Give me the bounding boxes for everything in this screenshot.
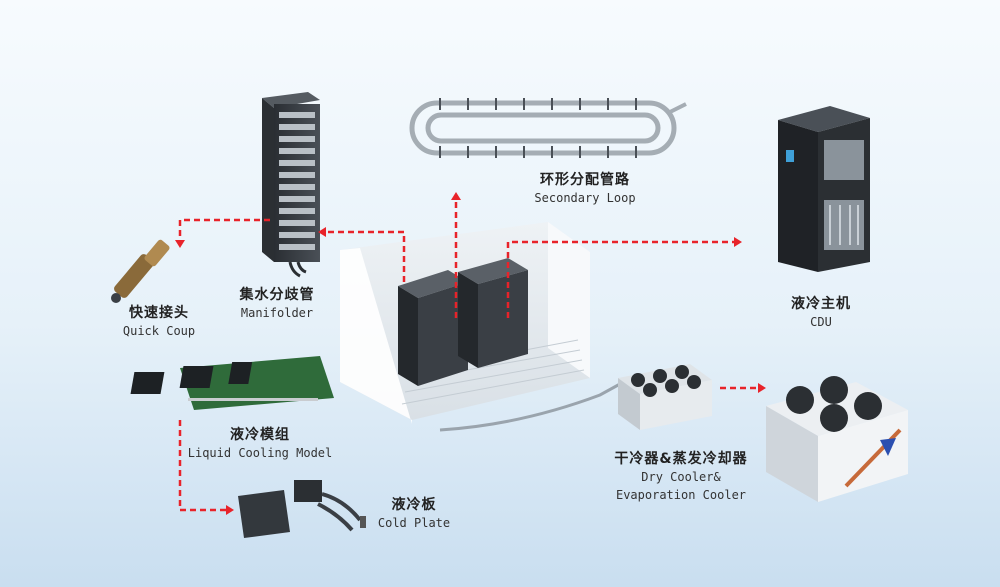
cdu-cabinet-image — [778, 106, 870, 272]
cold-plate-en: Cold Plate — [377, 516, 451, 530]
arrowheads — [175, 192, 766, 515]
quick-coup-cn: 快速接头 — [129, 305, 189, 321]
dry-cooler-en2: Evaporation Cooler — [615, 488, 747, 502]
flow-arrows — [178, 200, 758, 512]
dry-cooler-cn: 干冷器&蒸发冷却器 — [614, 451, 748, 467]
cold-plate-cn: 液冷板 — [391, 497, 437, 513]
cdu-label: 液冷主机 CDU — [776, 295, 866, 331]
secondary-loop-en: Secondary Loop — [534, 191, 636, 205]
quick-coup-en: Quick Coup — [122, 324, 196, 338]
manifolder-label: 集水分歧管 Manifolder — [222, 286, 332, 322]
cold-plate-image — [238, 480, 366, 538]
liquid-cooling-model-cn: 液冷模组 — [230, 427, 290, 443]
manifolder-en: Manifolder — [240, 306, 314, 320]
cold-plate-label: 液冷板 Cold Plate — [364, 496, 464, 532]
liquid-cooling-module-image — [130, 356, 334, 410]
manifolder-cn: 集水分歧管 — [239, 287, 315, 303]
server-room-image — [340, 222, 621, 432]
secondary-loop-pipe — [409, 98, 687, 158]
manifolder-rack-image — [262, 92, 320, 278]
quick-coup-label: 快速接头 Quick Coup — [104, 304, 214, 340]
secondary-loop-cn: 环形分配管路 — [540, 172, 630, 188]
evaporation-cooler-image — [766, 376, 908, 502]
dry-cooler-image — [618, 364, 712, 430]
liquid-cooling-model-en: Liquid Cooling Model — [187, 446, 333, 460]
cdu-en: CDU — [810, 315, 832, 329]
quick-coupling-image — [111, 239, 170, 303]
dry-cooler-en1: Dry Cooler& — [641, 470, 721, 484]
cdu-cn: 液冷主机 — [791, 296, 851, 312]
secondary-loop-label: 环形分配管路 Secondary Loop — [500, 171, 670, 207]
dry-cooler-label: 干冷器&蒸发冷却器 Dry Cooler& Evaporation Cooler — [596, 450, 766, 504]
liquid-cooling-model-label: 液冷模组 Liquid Cooling Model — [170, 426, 350, 462]
